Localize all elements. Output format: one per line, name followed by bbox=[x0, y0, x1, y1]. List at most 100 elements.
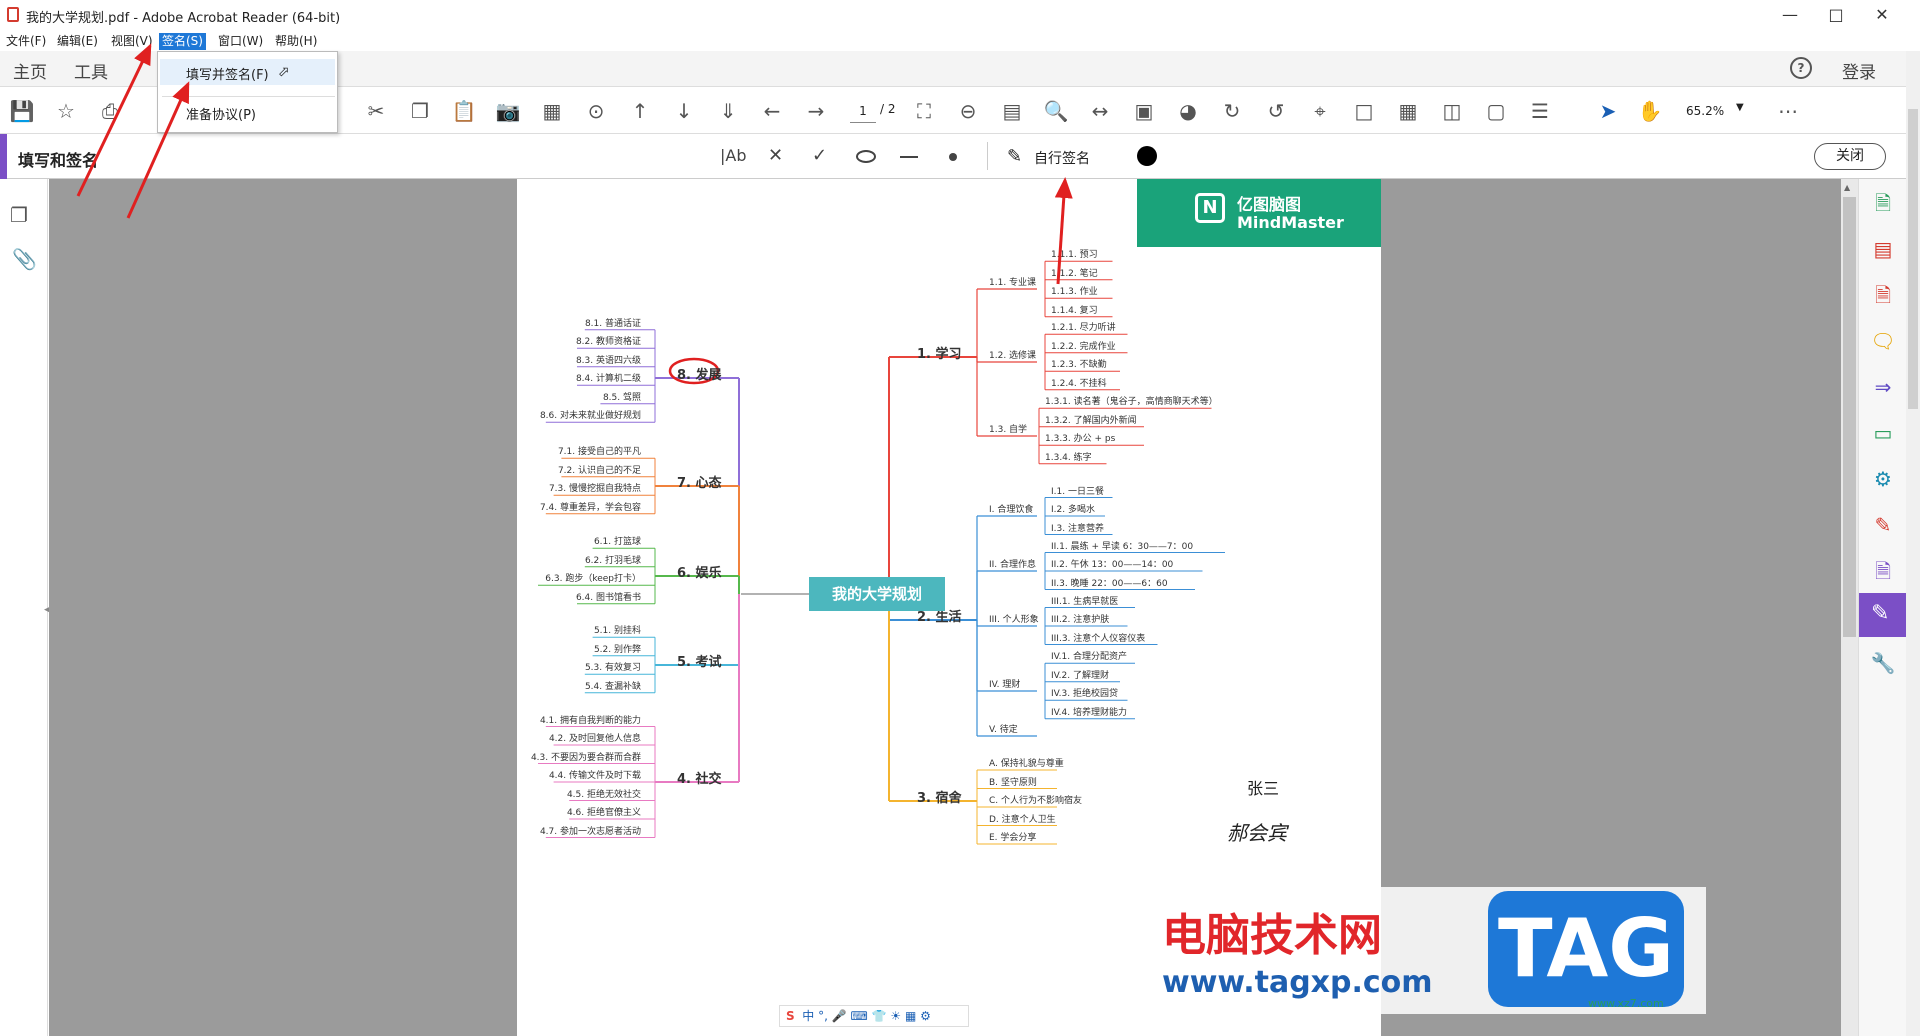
cut-icon[interactable]: ✂ bbox=[367, 99, 385, 123]
menu-signature[interactable]: 签名(S) bbox=[159, 33, 206, 50]
add-text-tool[interactable]: |Ab bbox=[720, 146, 747, 165]
check-mark-icon[interactable]: ✓ bbox=[812, 145, 828, 166]
color-picker[interactable] bbox=[1137, 146, 1157, 166]
comment-icon[interactable]: 🗨 bbox=[1870, 329, 1896, 353]
menu-file[interactable]: 文件(F) bbox=[6, 34, 47, 48]
watermark-tag: TAG bbox=[1488, 891, 1684, 1007]
leaf-node: 1.2.4. 不挂科 bbox=[1051, 378, 1107, 389]
page-up-icon[interactable]: ↑ bbox=[631, 99, 649, 123]
page-thumbnails-icon[interactable]: ❐ bbox=[10, 203, 28, 227]
compress-icon[interactable]: ▭ bbox=[1873, 421, 1893, 445]
menu-item-prepare-agreement[interactable]: 准备协议(P) bbox=[186, 108, 256, 123]
save-icon[interactable]: 💾 bbox=[9, 99, 35, 123]
leaf-node: 1.1.1. 预习 bbox=[1051, 250, 1098, 261]
zoom-level[interactable]: 65.2% bbox=[1686, 104, 1725, 118]
single-page-icon[interactable]: □ bbox=[1354, 99, 1374, 123]
sign-pen-icon[interactable]: ✎ bbox=[1007, 146, 1023, 167]
branch-node: 2. 生活 bbox=[917, 610, 962, 625]
organize-pages-icon[interactable]: ▤ bbox=[1873, 237, 1893, 261]
find-icon[interactable]: 🔍 bbox=[1043, 99, 1069, 123]
marquee-zoom-icon[interactable]: ⛶ bbox=[917, 99, 931, 123]
leaf-node: IV. 理财 bbox=[989, 680, 1021, 690]
forward-icon[interactable]: → bbox=[807, 99, 825, 123]
menu-item-fill-sign[interactable]: 填写并签名(F) bbox=[186, 68, 269, 83]
two-page-icon[interactable]: ◫ bbox=[1442, 99, 1462, 123]
minimize-icon[interactable]: — bbox=[1782, 5, 1798, 24]
prepare-form-icon[interactable]: 🗎 bbox=[1874, 559, 1892, 583]
scrolling-icon[interactable]: ▦ bbox=[1398, 99, 1418, 123]
leaf-node: 4.2. 及时回复他人信息 bbox=[548, 734, 641, 744]
zoom-dropdown-icon[interactable]: ▼ bbox=[1736, 102, 1744, 113]
leaf-node: 5.2. 别作弊 bbox=[593, 644, 641, 655]
watermark-banner: 电脑技术网 www.tagxp.com TAG www.xz7.com bbox=[1148, 887, 1706, 1014]
sign-self-button[interactable]: 自行签名 bbox=[1034, 151, 1090, 167]
fill-sign-tool-active[interactable]: ✎ bbox=[1859, 593, 1907, 637]
page-down-icon[interactable]: ↓ bbox=[675, 99, 693, 123]
hand-tool-icon[interactable]: ✋ bbox=[1637, 99, 1663, 123]
select-cursor-icon[interactable]: ➤ bbox=[1599, 99, 1617, 123]
edit-pdf-icon[interactable]: ✎ bbox=[1874, 513, 1892, 537]
leaf-node: D. 注意个人卫生 bbox=[989, 814, 1056, 825]
page-number-input[interactable]: 1 bbox=[850, 99, 876, 123]
rotate-ccw-icon[interactable]: ↺ bbox=[1267, 99, 1285, 123]
leaf-node: IV.3. 拒绝校园贷 bbox=[1051, 689, 1118, 700]
leaf-node: I. 合理饮食 bbox=[989, 505, 1034, 515]
brand-en: MindMaster bbox=[1237, 213, 1344, 232]
window-scroll-thumb[interactable] bbox=[1908, 109, 1918, 409]
branch-node: 4. 社交 bbox=[677, 772, 722, 787]
stamp-icon[interactable]: ◕ bbox=[1179, 99, 1197, 123]
protect-icon[interactable]: ⚙ bbox=[1874, 467, 1892, 491]
cross-mark-icon[interactable]: ✕ bbox=[768, 145, 784, 166]
ellipse-icon[interactable] bbox=[856, 150, 876, 163]
close-icon[interactable]: ✕ bbox=[1875, 5, 1889, 24]
collapse-handle-icon[interactable]: ◀ bbox=[44, 605, 51, 615]
ime-toolbar[interactable]: S 中 °, 🎤 ⌨ 👕 ☀ ▦ ⚙ bbox=[779, 1005, 969, 1027]
tab-tools[interactable]: 工具 bbox=[74, 63, 108, 83]
attachments-icon[interactable]: 📎 bbox=[12, 247, 37, 271]
last-page-icon[interactable]: ⇓ bbox=[719, 99, 737, 123]
login-link[interactable]: 登录 bbox=[1842, 63, 1876, 83]
fit-width-icon[interactable]: ↔ bbox=[1091, 99, 1109, 123]
rotate-cw-icon[interactable]: ↻ bbox=[1223, 99, 1241, 123]
scroll-icon[interactable]: ⊙ bbox=[587, 99, 605, 123]
snapshot-icon[interactable]: 📷 bbox=[495, 99, 521, 123]
mindmap-connectors bbox=[538, 260, 1225, 845]
window-scrollbar[interactable] bbox=[1906, 51, 1920, 1036]
back-icon[interactable]: ← bbox=[763, 99, 781, 123]
read-mode-icon[interactable]: ▣ bbox=[1134, 99, 1154, 123]
fit-page-icon[interactable]: ▤ bbox=[1002, 99, 1022, 123]
menu-window[interactable]: 窗口(W) bbox=[218, 34, 264, 48]
maximize-icon[interactable]: □ bbox=[1828, 5, 1844, 24]
create-pdf-icon[interactable]: 🗎 bbox=[1874, 191, 1892, 215]
document-scrollbar[interactable]: ▲ bbox=[1841, 179, 1858, 1036]
scroll-thumb[interactable] bbox=[1843, 197, 1856, 637]
line-icon[interactable] bbox=[900, 156, 918, 158]
rulers-icon[interactable]: ☰ bbox=[1531, 99, 1549, 123]
zoom-out-icon[interactable]: ⊖ bbox=[959, 99, 977, 123]
help-icon[interactable]: ? bbox=[1790, 57, 1812, 79]
bookmark-star-icon[interactable]: ☆ bbox=[57, 99, 75, 123]
print-icon[interactable]: ⎙ bbox=[102, 99, 118, 123]
menu-edit[interactable]: 编辑(E) bbox=[57, 34, 98, 48]
signature-2[interactable]: 郝会宾 bbox=[1227, 821, 1287, 845]
dot-icon[interactable] bbox=[949, 153, 957, 161]
export-pdf-icon[interactable]: 🗎 bbox=[1874, 283, 1892, 307]
send-file-icon[interactable]: ⇒ bbox=[1874, 375, 1892, 399]
more-tools-icon[interactable]: 🔧 bbox=[1870, 651, 1896, 675]
more-icon[interactable]: ⋯ bbox=[1778, 99, 1798, 123]
signature-1[interactable]: 张三 bbox=[1247, 779, 1280, 798]
paste-icon[interactable]: 📋 bbox=[451, 99, 477, 123]
fill-sign-pen-icon: ✎ bbox=[1871, 601, 1890, 626]
leaf-node: 1.2.3. 不缺勤 bbox=[1051, 360, 1107, 371]
crop-icon[interactable]: ⌖ bbox=[1314, 99, 1326, 123]
leaf-node: 7.3. 慢慢挖掘自我特点 bbox=[548, 484, 641, 495]
leaf-node: II.2. 午休 13：00——14：00 bbox=[1051, 560, 1174, 570]
close-fill-sign-button[interactable]: 关闭 bbox=[1814, 143, 1886, 170]
organize-icon[interactable]: ▦ bbox=[542, 99, 562, 123]
menu-help[interactable]: 帮助(H) bbox=[275, 34, 318, 48]
tab-home[interactable]: 主页 bbox=[13, 63, 47, 83]
presentation-icon[interactable]: ▢ bbox=[1486, 99, 1506, 123]
scroll-up-icon[interactable]: ▲ bbox=[1844, 183, 1851, 192]
copy-icon[interactable]: ❐ bbox=[411, 99, 429, 123]
